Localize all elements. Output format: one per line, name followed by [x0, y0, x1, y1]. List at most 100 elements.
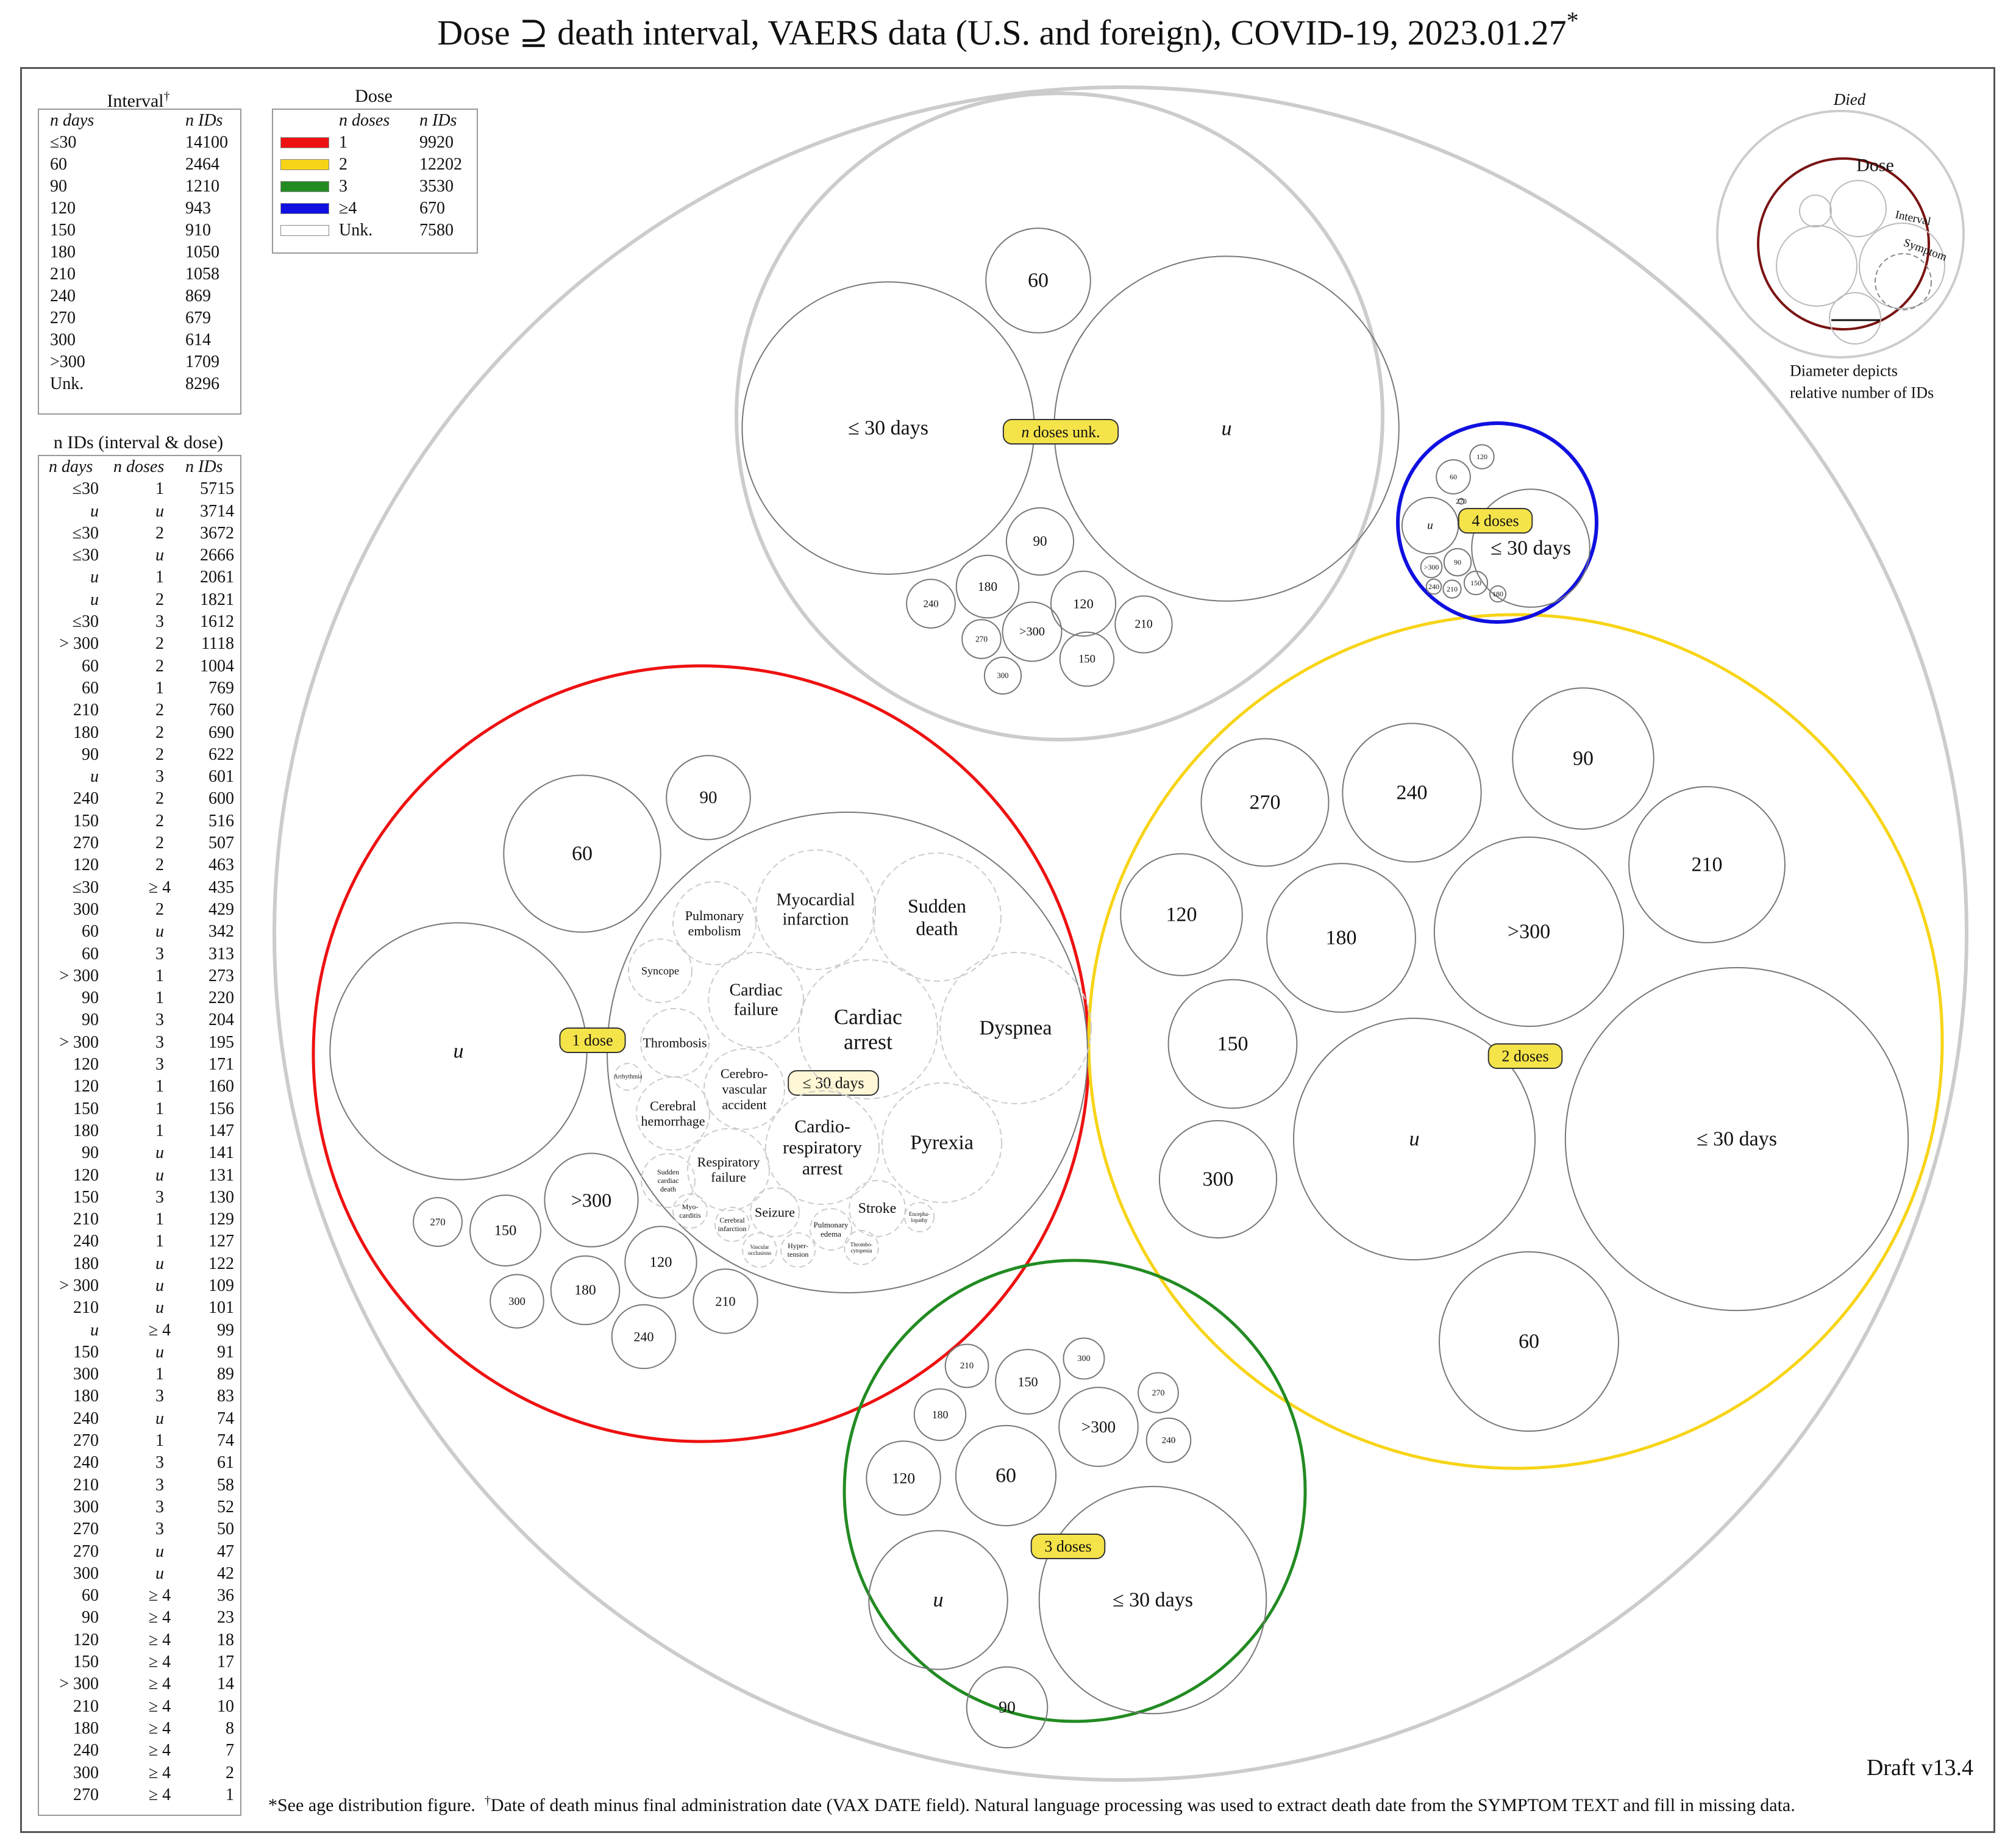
- combo-doses: 3: [155, 1032, 164, 1052]
- dose4-bubble: [1436, 459, 1471, 495]
- key-interval-bubble-bottom: [1829, 292, 1881, 345]
- unknown-badge: n doses unk.: [1021, 423, 1100, 441]
- figure-frame: [20, 67, 1995, 1833]
- interval-count: 910: [185, 221, 211, 240]
- dose1-bubble-label: 210: [715, 1294, 735, 1309]
- interval-count: 8296: [185, 374, 219, 393]
- combo-count: 61: [217, 1453, 234, 1473]
- combo-days: > 300: [59, 1276, 99, 1295]
- symptom-label: arrest: [844, 1030, 892, 1054]
- symptom-label: edema: [821, 1229, 841, 1238]
- combo-days: 300: [73, 1365, 99, 1384]
- symptom-label: lopathy: [911, 1217, 928, 1223]
- combo-count: 23: [217, 1608, 234, 1627]
- combo-count: 195: [208, 1032, 234, 1052]
- combo-doses: 1: [155, 1365, 164, 1384]
- symptom-bubble: [780, 1232, 816, 1268]
- combo-doses: 1: [155, 988, 164, 1008]
- interval-table-caption: Interval†: [38, 85, 239, 112]
- interval-count: 14100: [185, 133, 228, 152]
- combo-days: 270: [73, 1431, 99, 1451]
- dose3-bubble: [944, 1343, 989, 1388]
- symptom-label: Dyspnea: [980, 1017, 1052, 1040]
- dose3-bubble-label: 150: [1017, 1374, 1038, 1390]
- symptom-label: embolism: [688, 923, 741, 938]
- combo-doses: 3: [155, 1187, 164, 1207]
- combo-days: 210: [73, 701, 99, 720]
- combo-days: 300: [73, 1763, 99, 1782]
- combo-days: 90: [82, 1608, 99, 1627]
- dose-row: Unk.7580: [273, 220, 477, 241]
- symptom-bubble: [939, 952, 1092, 1104]
- combo-days: u: [90, 568, 99, 587]
- dose1-bubble: [503, 774, 661, 933]
- dose4-badge-box: [1458, 508, 1533, 534]
- combo-count: 1612: [200, 612, 234, 632]
- combo-days: 150: [73, 811, 99, 831]
- dose3-bubble-label: 60: [996, 1465, 1016, 1487]
- symptom-label: Cerebral: [650, 1098, 696, 1113]
- combo-count: 2061: [200, 568, 234, 587]
- dose1-bubble-label: 270: [430, 1216, 445, 1228]
- dose2-bubble-label: 300: [1203, 1168, 1234, 1191]
- combo-count: 516: [208, 811, 234, 831]
- combo-days: 120: [73, 1630, 99, 1649]
- combo-doses: 1: [155, 966, 164, 985]
- dose-count-label: Unk.: [339, 221, 373, 240]
- symptom-label: failure: [711, 1170, 746, 1185]
- dose4-bubble-label: ≤ 30 days: [1491, 537, 1571, 560]
- combo-count: 3672: [200, 523, 234, 543]
- dose2-bubble-label: ≤ 30 days: [1697, 1128, 1777, 1151]
- dose2-bubble-label: 120: [1166, 904, 1197, 926]
- interval-days: 210: [50, 265, 76, 284]
- key-interval-bubble-small: [1799, 195, 1832, 227]
- combo-doses: 1: [155, 678, 164, 698]
- key-dose-circle: [1757, 157, 1930, 330]
- unknown-bubble: [985, 227, 1091, 334]
- symptom-label: Cardiac: [729, 981, 782, 999]
- footnote-b: Date of death minus final administration…: [490, 1795, 1795, 1815]
- dose2-bubble: [1120, 853, 1243, 976]
- combo-doses: 1: [155, 1099, 164, 1118]
- combo-doses: 2: [155, 834, 164, 853]
- combo-days: 150: [73, 1342, 99, 1362]
- dose4-bubble: [1420, 556, 1443, 579]
- symptom-bubble: [765, 1090, 880, 1205]
- dose1-circle: [312, 664, 1091, 1443]
- dose4-bubble-label: 180: [1492, 590, 1503, 598]
- symptom-label: Thrombo-: [850, 1241, 873, 1248]
- combo-days: ≤30: [72, 546, 99, 565]
- combo-days: 210: [73, 1475, 99, 1495]
- dose2-circle: [1087, 613, 1944, 1470]
- combo-days: 240: [73, 1453, 99, 1473]
- dose2-bubble: [1433, 836, 1625, 1027]
- dose2-bubble-label: 150: [1217, 1033, 1248, 1056]
- combo-count: 101: [208, 1298, 234, 1318]
- dose-count: 3530: [419, 177, 454, 196]
- interval-count: 1210: [185, 177, 219, 196]
- combo-doses: 2: [155, 656, 164, 676]
- combo-days: u: [90, 590, 99, 609]
- symptom-label: Thrombosis: [643, 1035, 707, 1051]
- symptom-bubble: [640, 1008, 710, 1077]
- unknown-bubble: [1114, 595, 1173, 654]
- symptom-label: Cardiac: [834, 1004, 902, 1029]
- dose-swatch: [280, 225, 329, 236]
- symptom-label: infarction: [783, 910, 849, 929]
- symptom-label: vascular: [722, 1082, 767, 1097]
- combo-count: 2666: [200, 546, 234, 565]
- dose1-bubble-label: >300: [571, 1189, 611, 1211]
